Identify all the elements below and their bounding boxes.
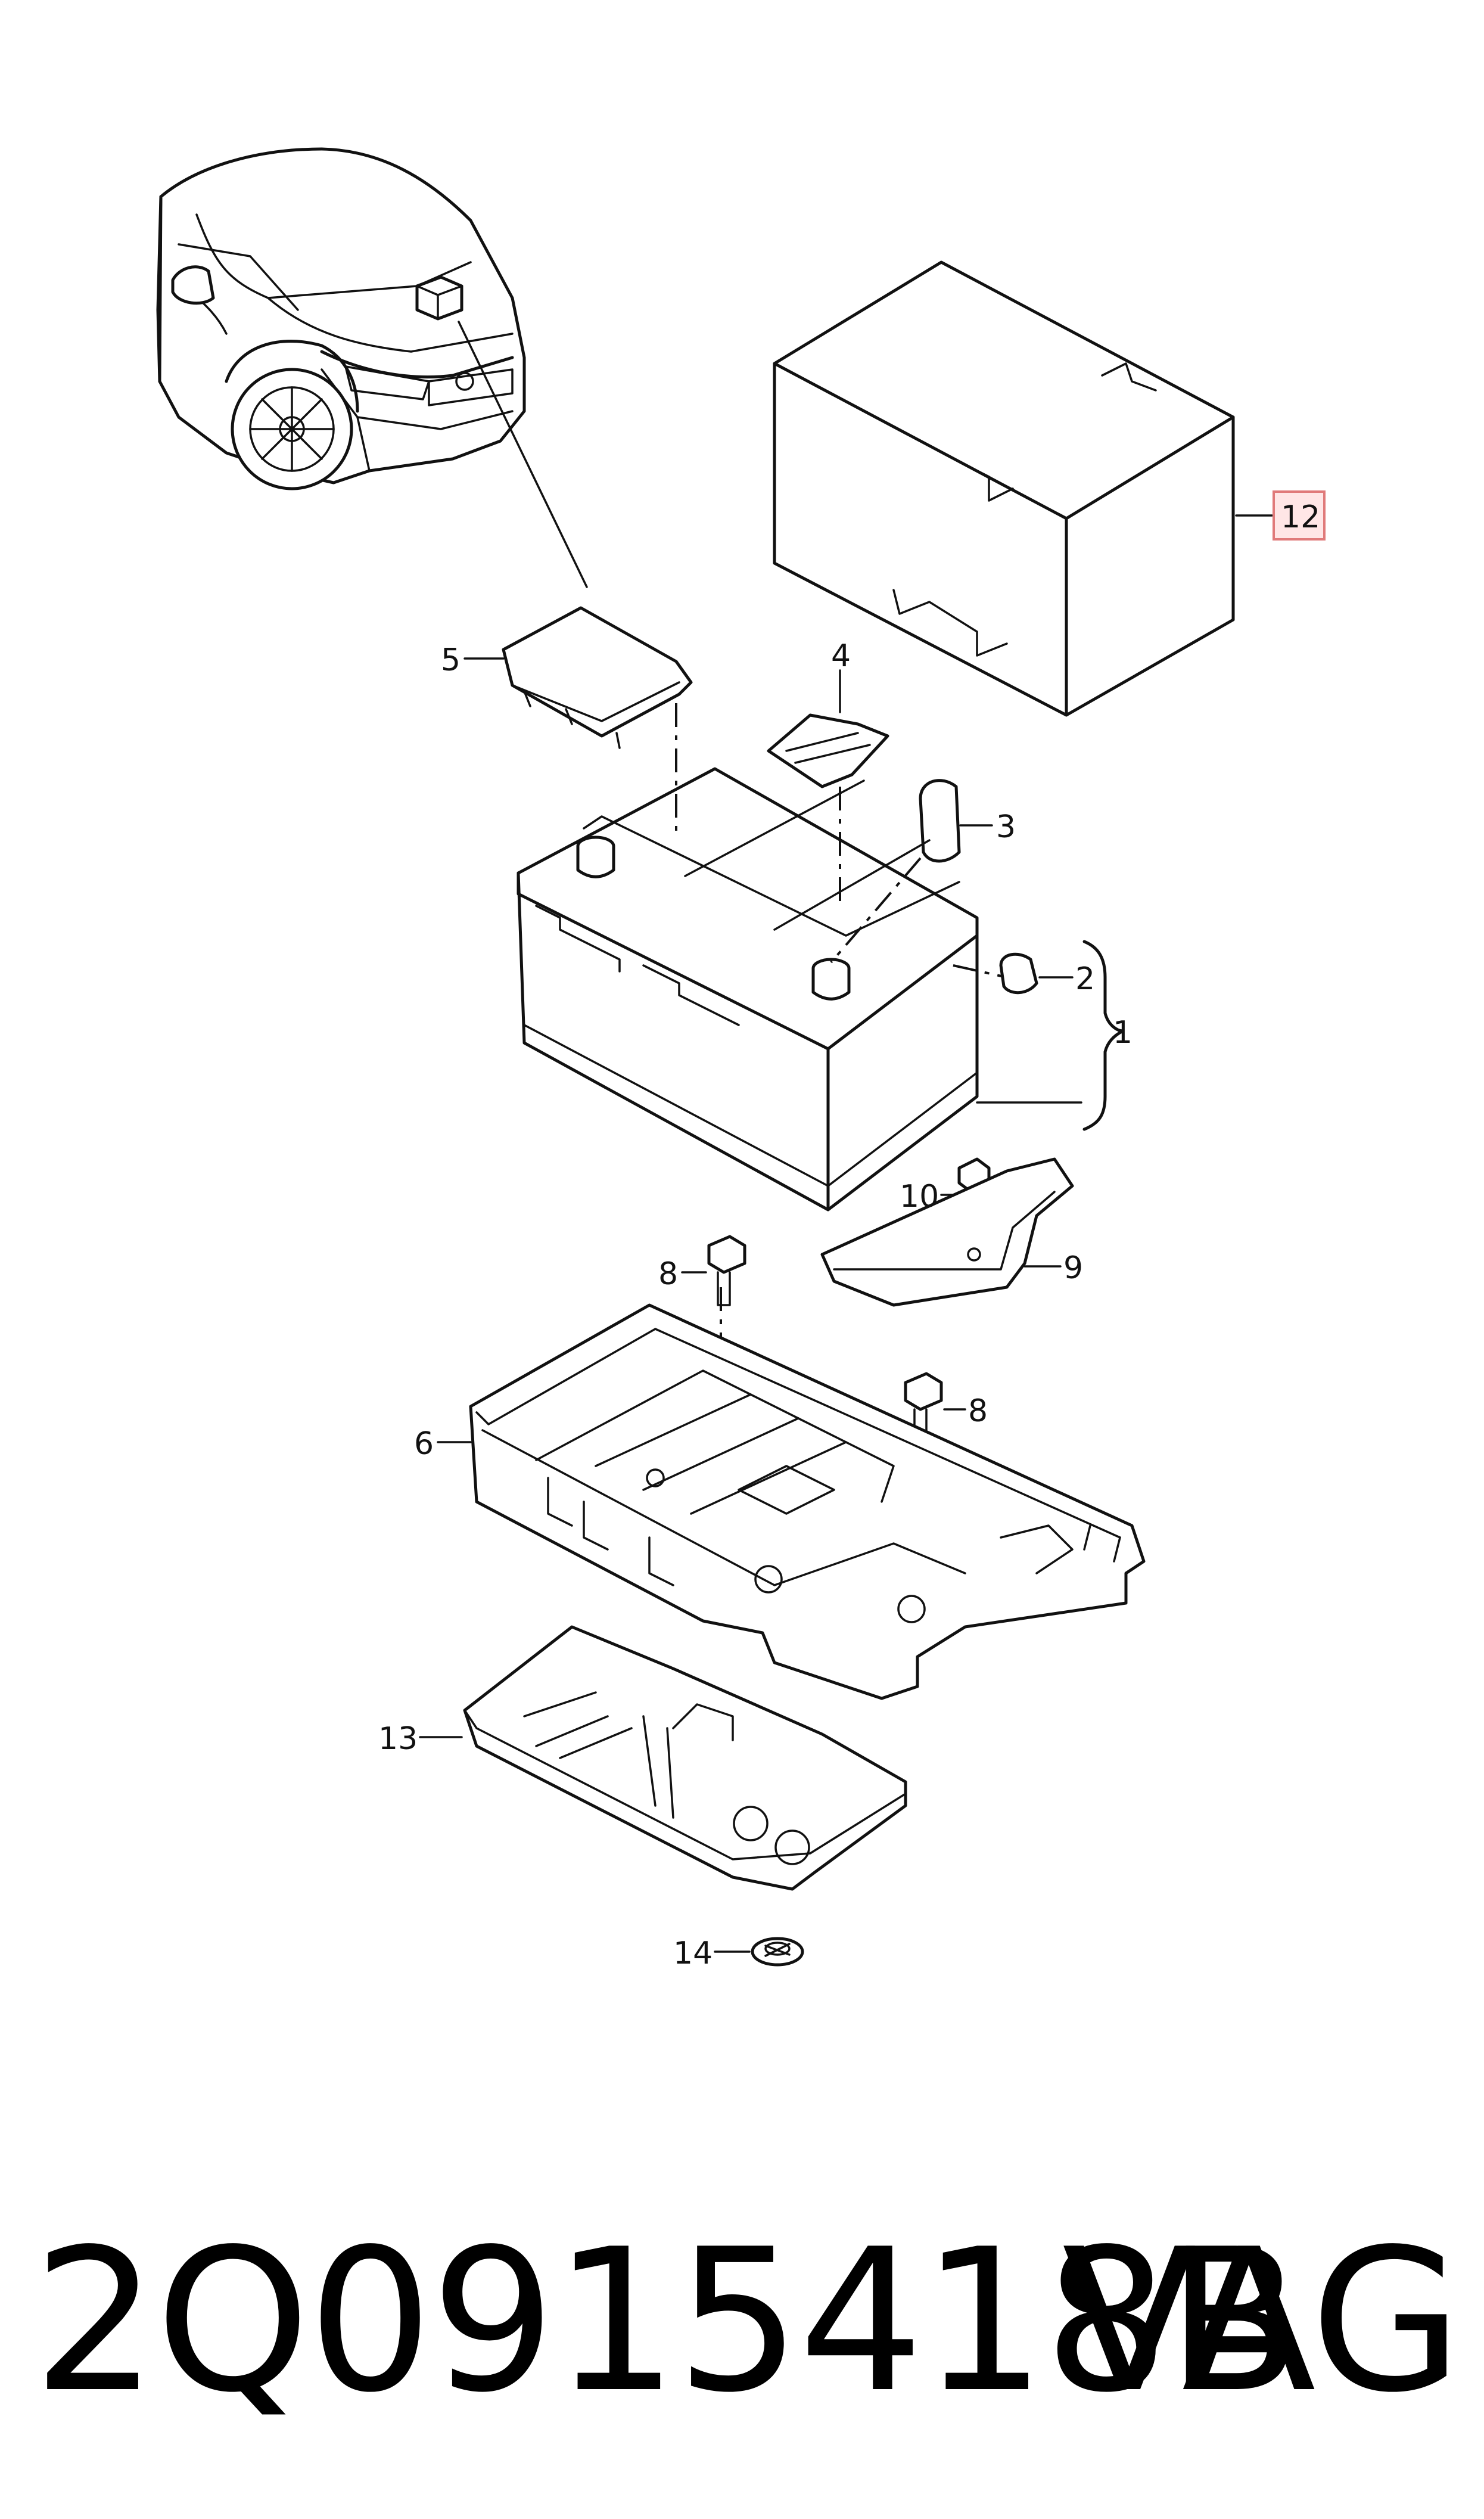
- bolt-8-left: [681, 1235, 746, 1306]
- clamp-9: [820, 1157, 1074, 1307]
- callout-12: 12: [1281, 499, 1320, 535]
- car-illustration: [156, 147, 588, 588]
- callout-8-left: 8: [658, 1256, 678, 1292]
- terminal-cover-5: [463, 606, 693, 749]
- callout-6: 6: [414, 1426, 434, 1462]
- label-4: [767, 669, 889, 788]
- callout-8-right: 8: [968, 1393, 988, 1429]
- callout-1: 1: [1113, 1015, 1133, 1051]
- callout-9: 9: [1063, 1250, 1083, 1286]
- battery-cover-12: [773, 260, 1273, 717]
- footer: 2Q0915418B VAG: [0, 2205, 1484, 2479]
- parts-diagram: 1 2 3 4 5 6 8 8 9 10 12 13 14: [156, 147, 1326, 1971]
- part-number: 2Q0915418B: [33, 2207, 1302, 2436]
- brand-name: VAG: [1062, 2207, 1463, 2436]
- callout-13: 13: [378, 1721, 418, 1757]
- battery-location-icon: [415, 275, 463, 321]
- callout-3: 3: [996, 809, 1016, 845]
- callout-2: 2: [1075, 961, 1095, 997]
- callout-14: 14: [673, 1936, 713, 1971]
- terminal-cap-3: [919, 779, 993, 863]
- callout-4: 4: [831, 638, 851, 674]
- clip-14: [714, 1937, 804, 1967]
- battery-tray-6: [437, 1303, 1146, 1700]
- callout-12-highlight: [1273, 490, 1326, 541]
- callout-5: 5: [441, 642, 461, 678]
- battery-1: [517, 767, 1125, 1212]
- callout-10: 10: [900, 1179, 939, 1215]
- vent-plug-2: [999, 952, 1074, 995]
- insulation-mat-13: [419, 1625, 907, 1891]
